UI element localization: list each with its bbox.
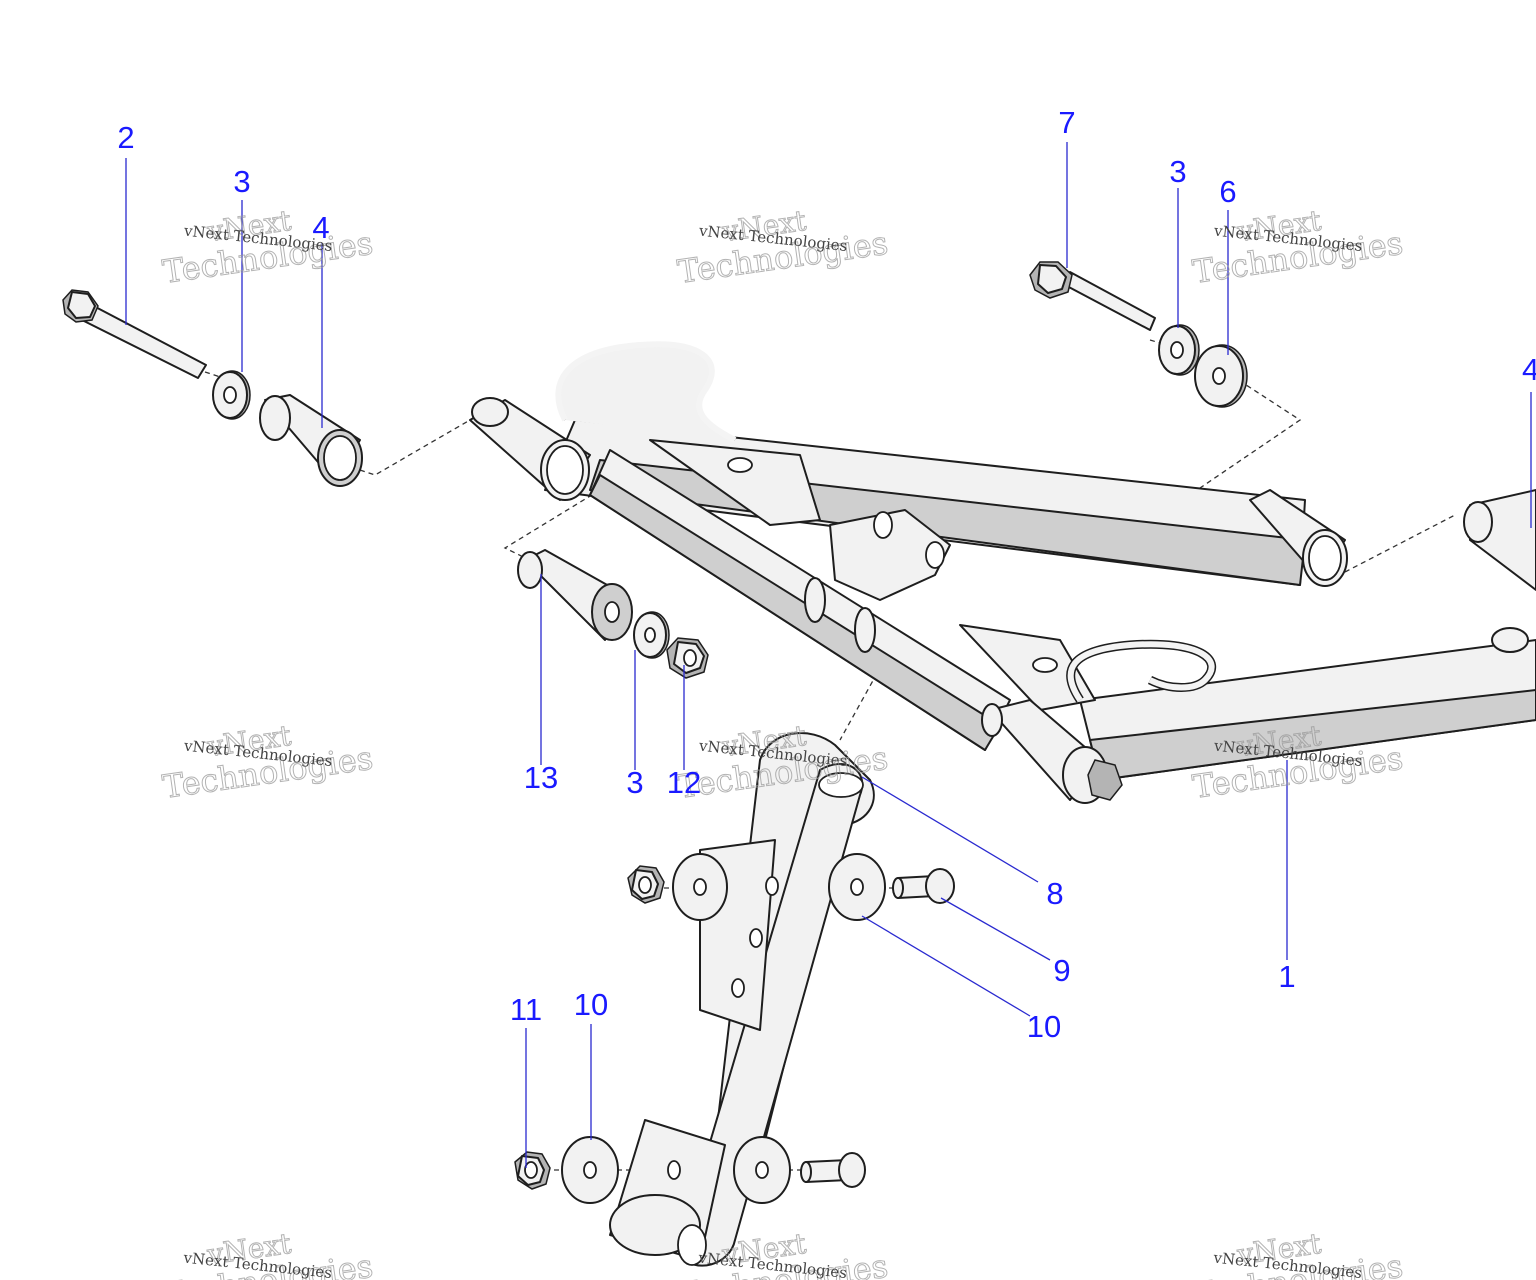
callout-12: 12: [667, 765, 701, 800]
callout-4-upper-left: 4: [312, 210, 329, 245]
callout-10-right: 10: [1027, 1009, 1061, 1044]
shock-link-8: [609, 732, 875, 1267]
watermark-8: vNext Technologies: [675, 1226, 891, 1280]
callout-11: 11: [510, 992, 542, 1027]
bolt-7: [1029, 261, 1156, 331]
washer-3-upper-left: [212, 370, 251, 420]
washer-lower-right: [733, 1136, 791, 1204]
washer-3-upper-right: [1158, 324, 1200, 376]
callout-13: 13: [524, 760, 558, 795]
washer-6: [1194, 344, 1248, 408]
a-arm-frame: [469, 341, 1536, 804]
washer-10-upper-left: [672, 853, 728, 921]
sleeve-13: [517, 549, 633, 641]
washer-3-middle: [633, 611, 670, 659]
callout-3-upper-right: 3: [1169, 154, 1186, 189]
washer-10-lower-left: [561, 1136, 619, 1204]
callout-4-right: 4: [1522, 352, 1536, 387]
sleeve-4-upper-left: [259, 394, 363, 487]
callout-3-upper-left: 3: [233, 164, 250, 199]
nut-12: [666, 637, 709, 679]
washer-10-upper-right: [828, 853, 886, 921]
leader-lines: [125, 142, 1532, 1168]
callout-8: 8: [1046, 876, 1063, 911]
callouts: 2 3 4 7 3 6 4 13 3 12 8 9 10 1 11 10: [117, 105, 1536, 1044]
callout-10-lower: 10: [574, 987, 608, 1022]
pin-lower: [800, 1152, 866, 1188]
callout-1: 1: [1278, 959, 1295, 994]
callout-2: 2: [117, 120, 134, 155]
callout-3-middle: 3: [626, 765, 643, 800]
callout-6: 6: [1219, 174, 1236, 209]
callout-7: 7: [1058, 105, 1075, 140]
flange-nut-11: [514, 1151, 551, 1190]
flange-nut-upper: [627, 865, 665, 904]
pin-9: [892, 868, 955, 904]
bolt-2: [62, 289, 207, 379]
callout-9: 9: [1053, 953, 1070, 988]
